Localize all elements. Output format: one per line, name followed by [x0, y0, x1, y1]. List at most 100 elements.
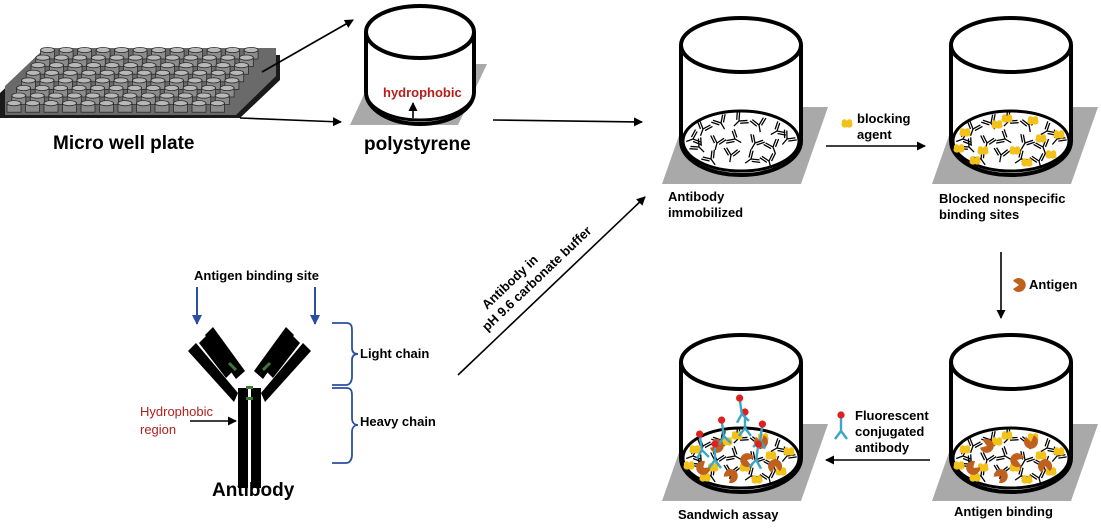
blocking-agent-label-1: blocking [857, 111, 911, 126]
plate-well [67, 62, 83, 75]
plate-well [136, 100, 151, 113]
plate-well [40, 47, 55, 60]
light-chain-label: Light chain [360, 346, 429, 361]
polystyrene-well [350, 4, 487, 126]
plate-well [173, 69, 189, 83]
plate-well [123, 62, 138, 75]
plate-well [62, 100, 77, 113]
plate-well [85, 92, 101, 105]
plate-well [77, 47, 92, 60]
antibody-immobilized-label-2: immobilized [668, 205, 743, 220]
hydrophobic-region-label-2: region [140, 422, 176, 437]
sandwich-assay-label: Sandwich assay [678, 507, 779, 522]
plate-well [145, 85, 161, 98]
arrow-buffer [457, 196, 646, 376]
plate-well [224, 77, 240, 90]
plate-well [25, 100, 40, 113]
well-antibody-immobilized [662, 16, 828, 184]
plate-well [29, 92, 45, 105]
arrow-plate-to-well [261, 19, 354, 73]
plate-well [99, 100, 114, 113]
blocking-agent-label-2: agent [857, 127, 892, 142]
plate-well [95, 77, 110, 90]
arrow-to-coating [492, 117, 643, 127]
plate-well [95, 47, 111, 60]
plate-well [109, 54, 125, 67]
antibody-immobilized-label-1: Antibody [668, 189, 725, 204]
buffer-label: Antibody in pH 9.6 carbonate buffer [479, 223, 595, 334]
plate-well [154, 100, 170, 113]
plate-well [90, 54, 106, 67]
plate-well [76, 77, 92, 90]
plate-well [71, 85, 87, 98]
plate-well [53, 85, 68, 98]
well-rim [679, 16, 803, 74]
plate-well [229, 69, 245, 83]
antigen-label: Antigen [1029, 277, 1077, 292]
plate-well [81, 69, 97, 83]
plate-well [210, 100, 225, 113]
plate-well [30, 62, 46, 75]
plate-well [90, 85, 105, 98]
plate-well [122, 92, 138, 105]
plate-well [225, 47, 241, 60]
antigen-binding-site-label: Antigen binding site [194, 268, 319, 283]
light-chain-brace [332, 322, 359, 386]
polystyrene-label: polystyrene [364, 134, 471, 155]
plate-well [104, 62, 120, 75]
plate-well [197, 62, 212, 75]
antibody-label: Antibody [212, 480, 295, 501]
plate-well [182, 85, 198, 98]
well-rim [949, 333, 1073, 391]
fluorescent-label-2: conjugated [855, 424, 924, 439]
plate-well [159, 92, 175, 105]
plate-well [201, 85, 217, 98]
fluorescent-antibody-icon [833, 410, 849, 441]
plate-well [114, 47, 129, 60]
plate-well [58, 77, 73, 90]
blocked-label-1: Blocked nonspecific [939, 191, 1065, 206]
buffer-label-2: pH 9.6 carbonate buffer [479, 223, 594, 334]
blocked-label-2: binding sites [939, 207, 1019, 222]
plate-well [168, 77, 184, 90]
plate-well [39, 77, 55, 90]
fluorescent-label-3: antibody [855, 440, 910, 455]
blocking-agent-icon [841, 119, 853, 128]
plate-well [117, 100, 133, 113]
well-antigen-binding [932, 333, 1098, 501]
plate-well [215, 62, 231, 75]
micro-well-plate [0, 47, 280, 118]
plate-well [43, 100, 59, 113]
plate-well [188, 47, 204, 60]
plate-well [219, 85, 235, 98]
plate-well [191, 100, 207, 113]
arrow-plate-to-well-2 [239, 117, 342, 127]
micro-well-plate-label: Micro well plate [53, 133, 194, 154]
plate-well [118, 69, 134, 83]
plate-well [136, 69, 152, 83]
plate-well [187, 77, 203, 90]
plate-well [173, 100, 188, 113]
plate-well [177, 92, 193, 105]
plate-well [132, 47, 148, 60]
plate-well [48, 92, 64, 105]
antigen-icon [1013, 278, 1026, 292]
well-rim [949, 16, 1073, 74]
plate-well [150, 77, 166, 90]
heavy-chain-brace [332, 387, 359, 464]
well-blocked [932, 16, 1098, 184]
hydrophobic-label: hydrophobic [383, 85, 462, 100]
plate-well [34, 85, 50, 98]
plate-well [80, 100, 96, 113]
plate-well [11, 92, 27, 105]
hydrophobic-region-label-1: Hydrophobic [140, 404, 213, 419]
well-rim [679, 333, 803, 391]
plate-well [86, 62, 101, 75]
plate-well [6, 100, 22, 113]
fluorescent-label-1: Fluorescent [855, 408, 929, 423]
heavy-chain-label: Heavy chain [360, 414, 436, 429]
plate-well [35, 54, 51, 67]
antibody-structure [188, 327, 311, 488]
